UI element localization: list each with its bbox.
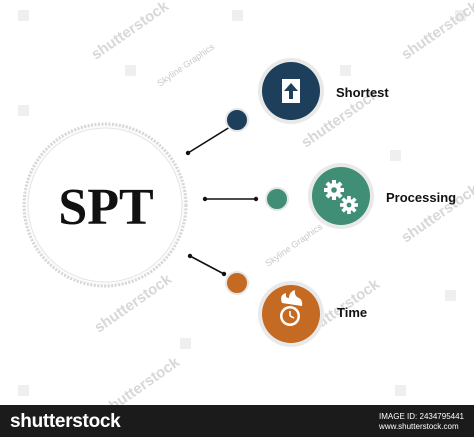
watermark-square bbox=[180, 338, 191, 349]
shortest-label: Shortest bbox=[336, 85, 389, 100]
connector-dot bbox=[221, 271, 227, 277]
shortest-dot bbox=[225, 108, 249, 132]
time-label: Time bbox=[337, 305, 367, 320]
watermark-square bbox=[455, 10, 466, 21]
processing-label: Processing bbox=[386, 190, 456, 205]
connector-dot bbox=[185, 150, 191, 156]
clock-icon bbox=[280, 290, 303, 326]
footer-logo: shutterstock bbox=[10, 411, 121, 432]
footer-image-id: IMAGE ID: 2434795441 www.shutterstock.co… bbox=[379, 412, 464, 432]
footer-bar: shutterstock IMAGE ID: 2434795441 www.sh… bbox=[0, 405, 474, 437]
connector-dot bbox=[202, 196, 208, 202]
image-id-text: IMAGE ID: 2434795441 bbox=[379, 412, 464, 421]
watermark-square bbox=[390, 150, 401, 161]
watermark-square bbox=[445, 290, 456, 301]
connector-line bbox=[189, 255, 225, 275]
center-circle bbox=[27, 127, 183, 283]
time-dot bbox=[225, 271, 249, 295]
footer-url: www.shutterstock.com bbox=[379, 422, 459, 431]
watermark-square bbox=[18, 105, 29, 116]
diagram-svg: SPT Shortest bbox=[22, 58, 456, 347]
watermark-square bbox=[395, 385, 406, 396]
watermark-square bbox=[232, 10, 243, 21]
connector-dot bbox=[253, 196, 259, 202]
connector-line bbox=[187, 126, 231, 154]
watermark-square bbox=[340, 65, 351, 76]
watermark-square bbox=[18, 385, 29, 396]
connector-dot bbox=[187, 253, 193, 259]
watermark-square bbox=[18, 10, 29, 21]
center-label: SPT bbox=[58, 179, 153, 236]
arrow-up-icon bbox=[282, 79, 300, 103]
watermark-square bbox=[125, 65, 136, 76]
diagram-canvas: shutterstock shutterstock shutterstock s… bbox=[18, 0, 474, 419]
gears-icon bbox=[324, 180, 358, 214]
processing-dot bbox=[265, 187, 289, 211]
